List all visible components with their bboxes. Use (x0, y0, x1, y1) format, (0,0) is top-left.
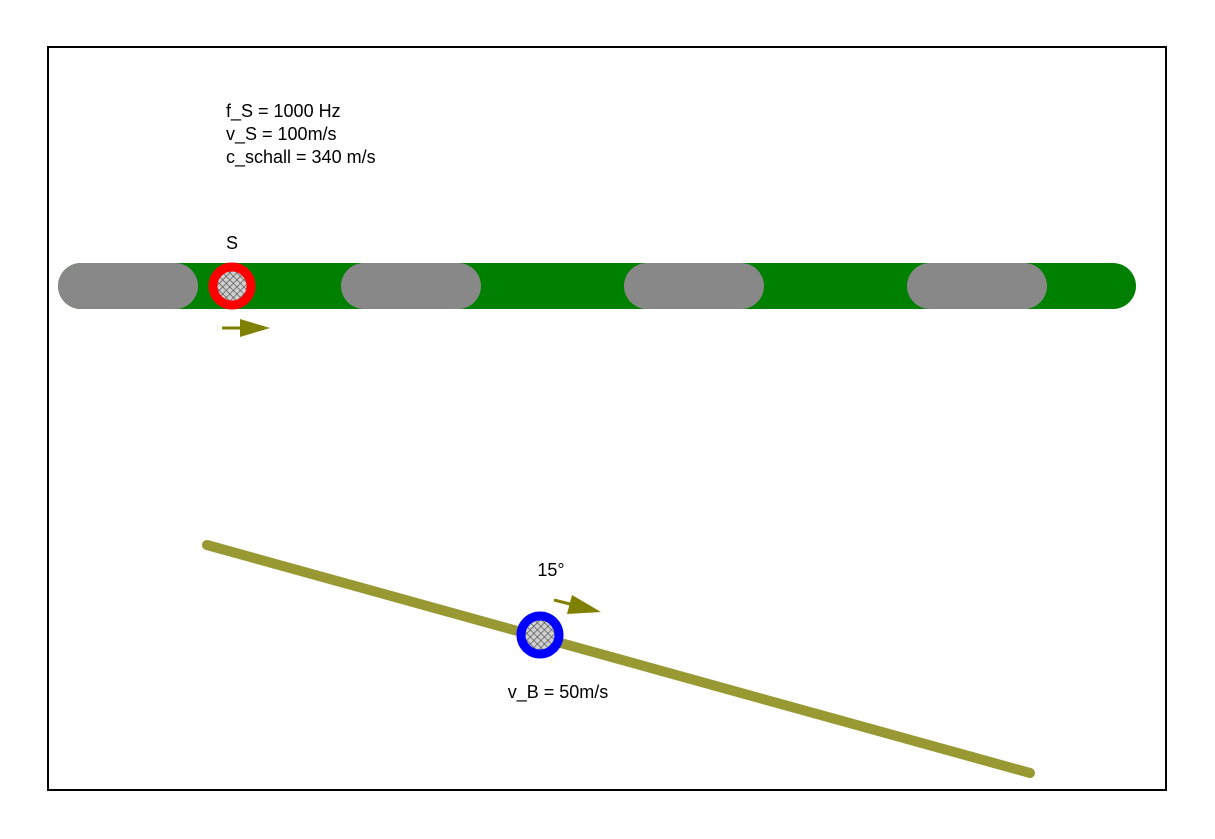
source-frequency-label: f_S = 1000 Hz (226, 101, 341, 122)
right-arrow-icon (240, 319, 270, 337)
blue-ring-icon (516, 611, 564, 659)
red-ring-icon (208, 262, 256, 310)
source-marker[interactable] (208, 262, 256, 310)
source-direction-arrow (222, 319, 270, 337)
source-speed-label: v_S = 100m/s (226, 124, 337, 145)
observer-speed-label: v_B = 50m/s (508, 682, 609, 703)
diagram-frame (47, 46, 1167, 791)
right-arrow-icon (567, 595, 601, 614)
sound-speed-label: c_schall = 340 m/s (226, 147, 376, 168)
observer-marker[interactable] (516, 611, 564, 659)
source-label: S (226, 233, 238, 253)
observer-angle-label: 15° (537, 560, 564, 580)
observer-path (202, 540, 1035, 778)
observer-direction-arrow (553, 595, 601, 614)
